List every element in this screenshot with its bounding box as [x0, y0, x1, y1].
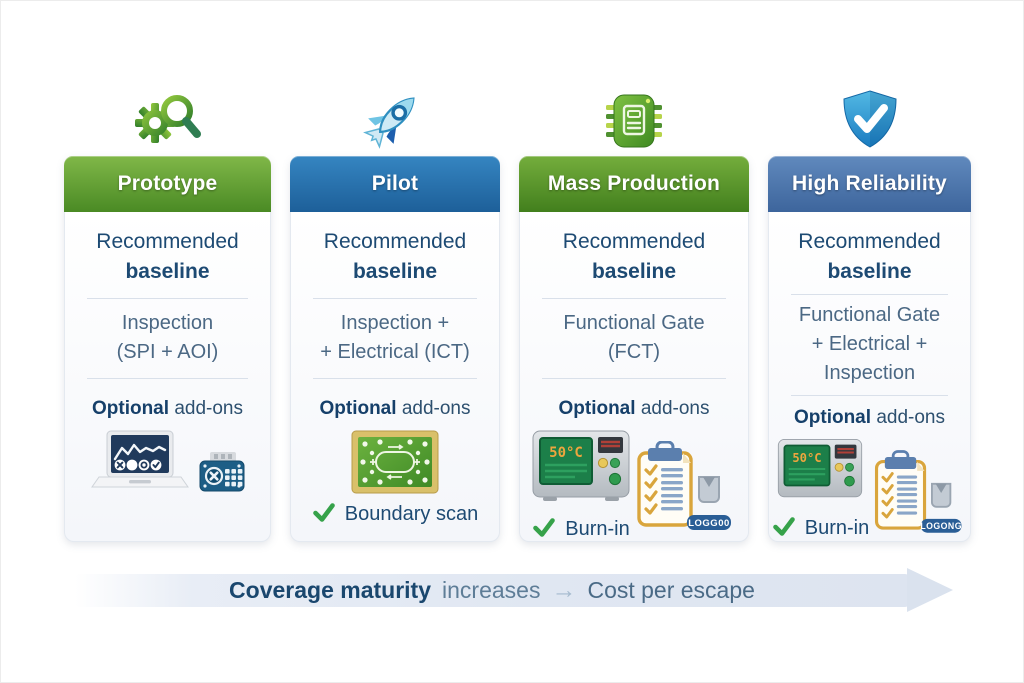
burn-in-oven-icon: 50°C	[776, 436, 864, 507]
svg-text:LOGONG: LOGONG	[921, 521, 963, 531]
gear-magnifier-icon	[64, 85, 271, 151]
svg-text:50°C: 50°C	[549, 445, 583, 461]
burn-in-row: Burn-in	[532, 515, 630, 545]
logging-clipboard-icon: LOGONG	[871, 449, 967, 540]
arrow-head	[907, 568, 953, 612]
optional-addons-label: Optional add-ons	[319, 397, 471, 419]
chip-icon	[519, 85, 749, 151]
high-reliability-addon-icons: 50°C	[769, 436, 970, 544]
prototype-header: Prototype	[64, 156, 271, 212]
divider	[87, 377, 248, 379]
optional-addons-label: Optional add-ons	[91, 397, 243, 419]
caption-arrow-glyph: →	[551, 575, 577, 604]
pilot-title: Pilot	[371, 172, 419, 195]
baseline-heading: Recommended baseline	[798, 230, 941, 283]
logging-clipboard-icon: LOGG00	[633, 440, 737, 537]
high-reliability-header: High Reliability	[768, 156, 971, 212]
caption-bold: Coverage maturity	[229, 576, 432, 603]
divider	[791, 394, 948, 396]
high-reliability-body: Recommended baseline Functional Gate + E…	[768, 212, 971, 542]
baseline-heading: Recommended baseline	[323, 230, 467, 283]
prototype-title: Prototype	[117, 172, 218, 195]
shield-check-icon	[768, 85, 971, 151]
caption-tail: Cost per escape	[587, 576, 755, 603]
tester-device-icon	[196, 449, 248, 500]
prototype-addon-icons	[65, 429, 270, 500]
divider	[542, 377, 726, 379]
laptop-chart-icon	[87, 429, 189, 500]
baseline-method: Inspection (SPI + AOI)	[116, 311, 219, 363]
columns-row: Prototype Recommended baseline Inspectio…	[64, 85, 971, 542]
divider	[542, 297, 726, 299]
baseline-method: Functional Gate + Electrical + Inspectio…	[798, 303, 941, 384]
divider	[791, 293, 948, 295]
arrow-band	[75, 574, 909, 607]
svg-text:LOGG00: LOGG00	[688, 518, 730, 529]
mass-production-body: Recommended baseline Functional Gate (FC…	[519, 212, 749, 542]
high-reliability-title: High Reliability	[792, 172, 947, 195]
pilot-body: Recommended baseline Inspection + + Elec…	[290, 212, 500, 542]
high-reliability-card: High Reliability Recommended baseline Fu…	[768, 156, 971, 542]
check-icon	[532, 515, 556, 545]
caption-normal: increases	[442, 576, 541, 603]
column-high-reliability: High Reliability Recommended baseline Fu…	[768, 85, 971, 542]
pcb-board-icon	[350, 429, 440, 500]
pilot-addon-icons	[291, 429, 499, 500]
divider	[313, 297, 477, 299]
divider	[87, 297, 248, 299]
prototype-body: Recommended baseline Inspection (SPI + A…	[64, 212, 271, 542]
column-prototype: Prototype Recommended baseline Inspectio…	[64, 85, 271, 542]
mass-production-title: Mass Production	[547, 172, 721, 195]
divider	[313, 377, 477, 379]
optional-addons-label: Optional add-ons	[793, 406, 945, 428]
check-label: Burn-in	[804, 517, 870, 540]
burn-in-row: Burn-in	[772, 514, 869, 544]
boundary-scan-row: Boundary scan	[291, 500, 499, 530]
rocket-icon	[290, 85, 500, 151]
mass-production-addon-icons: 50°C	[520, 427, 748, 545]
svg-text:50°C: 50°C	[793, 451, 822, 465]
column-mass-production: Mass Production Recommended baseline Fun…	[519, 85, 749, 542]
column-pilot: Pilot Recommended baseline Inspection + …	[290, 85, 500, 542]
baseline-heading: Recommended baseline	[562, 230, 706, 283]
baseline-method: Inspection + + Electrical (ICT)	[320, 311, 470, 363]
check-icon	[772, 514, 796, 544]
check-icon	[312, 500, 336, 530]
maturity-arrow: Coverage maturity increases → Cost per e…	[75, 568, 957, 612]
pouch-shape	[931, 482, 952, 508]
pilot-header: Pilot	[290, 156, 500, 212]
optional-addons-label: Optional add-ons	[558, 397, 710, 419]
burn-in-oven-icon: 50°C	[531, 427, 631, 508]
pilot-card: Pilot Recommended baseline Inspection + …	[290, 156, 500, 542]
check-label: Boundary scan	[344, 503, 479, 526]
maturity-caption: Coverage maturity increases → Cost per e…	[75, 568, 909, 612]
pouch-shape	[698, 475, 720, 503]
prototype-card: Prototype Recommended baseline Inspectio…	[64, 156, 271, 542]
baseline-method: Functional Gate (FCT)	[563, 311, 705, 363]
baseline-heading: Recommended baseline	[96, 230, 239, 283]
mass-production-header: Mass Production	[519, 156, 749, 212]
mass-production-card: Mass Production Recommended baseline Fun…	[519, 156, 749, 542]
check-label: Burn-in	[565, 518, 630, 541]
